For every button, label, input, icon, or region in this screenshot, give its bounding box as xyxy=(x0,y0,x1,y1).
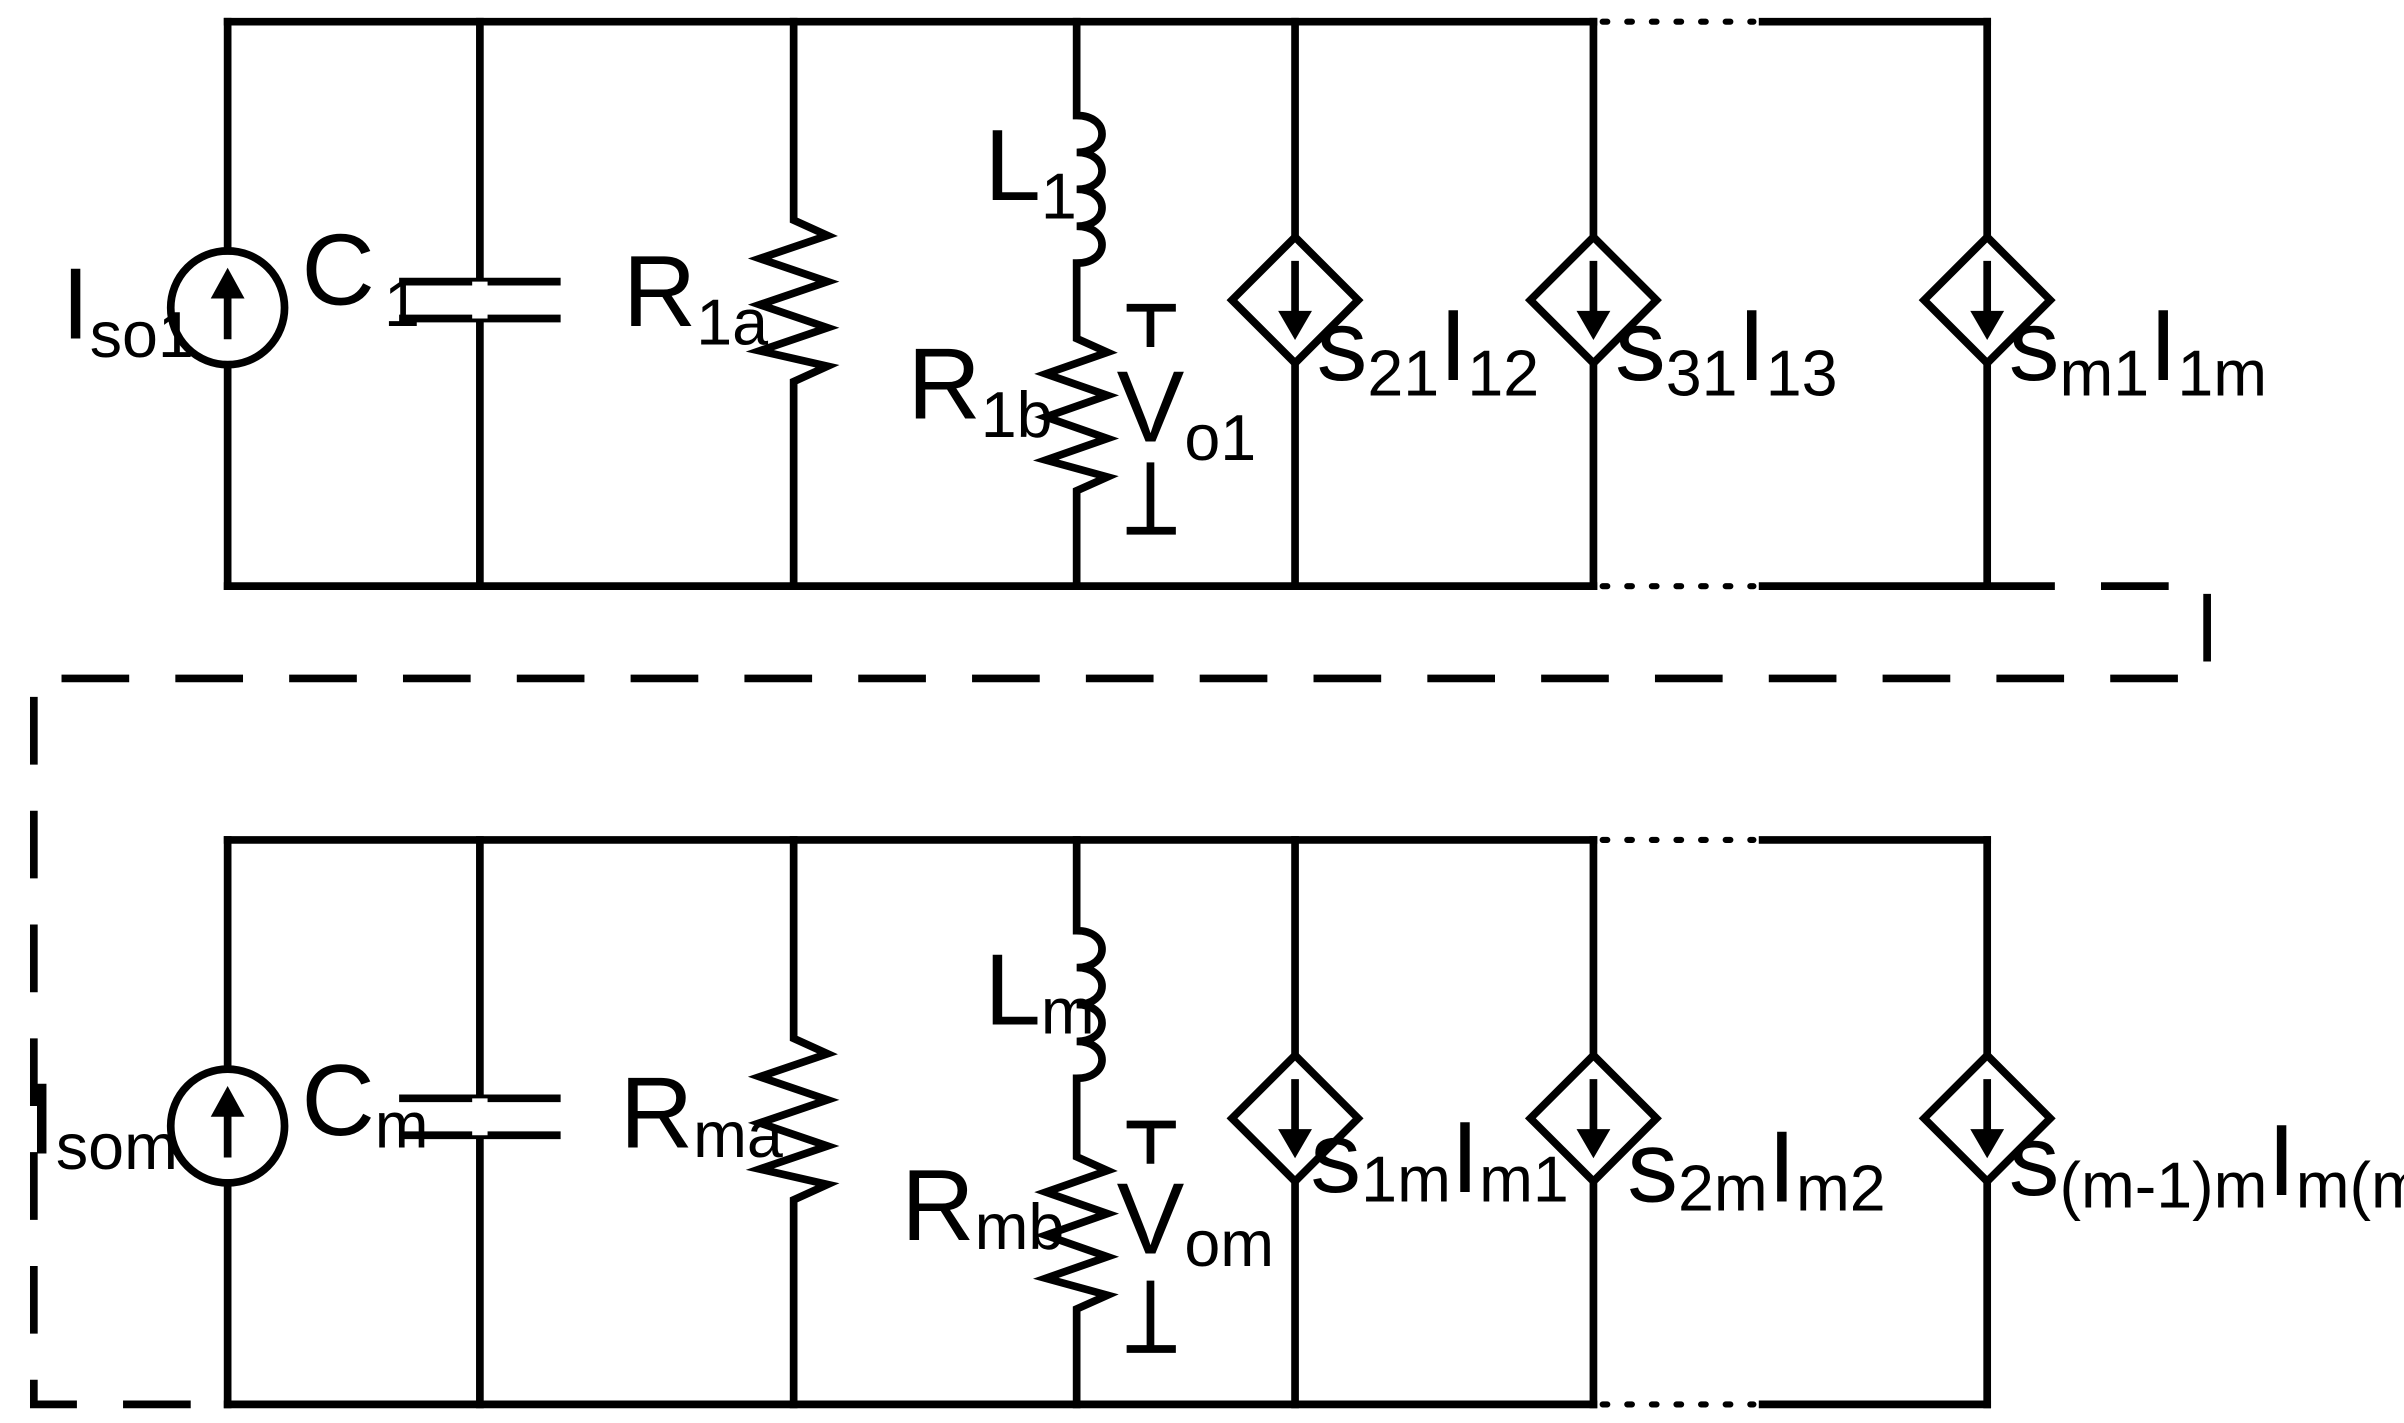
bottom-dep-label-1: s1mIm1 xyxy=(1310,1100,1568,1215)
top-dep-source-2 xyxy=(1524,17,1662,590)
bottom-ind-label: Lm xyxy=(984,932,1094,1047)
bottom-res-b-label: Rmb xyxy=(901,1148,1064,1263)
bottom-dep-source-1 xyxy=(1226,836,1364,1409)
top-res-a-label: R1a xyxy=(623,234,768,358)
bottom-voltage-marker xyxy=(1126,1120,1176,1353)
top-dep-source-1 xyxy=(1226,17,1364,590)
bottom-volt-label: Vom xyxy=(1117,1162,1274,1280)
top-dep-label-3: sm1I1m xyxy=(2009,288,2267,409)
bottom-dep-source-2 xyxy=(1524,836,1662,1409)
top-capacitor xyxy=(399,17,561,590)
top-ind-label: L1 xyxy=(984,108,1076,232)
top-voltage-marker xyxy=(1126,303,1176,535)
bottom-dep-label-3: s(m-1)mIm(m-1) xyxy=(2009,1103,2404,1221)
top-dep-label-2: s31I13 xyxy=(1615,288,1838,409)
top-dep-source-3 xyxy=(1918,17,2056,590)
bottom-dep-label-2: s2mIm2 xyxy=(1627,1109,1885,1224)
dashed-connector xyxy=(29,582,2211,1409)
top-res-b-label: R1b xyxy=(907,326,1052,450)
top-source-label: Iso1 xyxy=(62,247,194,371)
top-current-source xyxy=(166,17,289,590)
top-volt-label: Vo1 xyxy=(1117,350,1257,474)
top-inductor-resistor xyxy=(1032,17,1120,590)
bottom-current-source xyxy=(166,836,289,1409)
bottom-inductor-resistor xyxy=(1032,836,1120,1409)
top-dep-label-1: s21I12 xyxy=(1317,288,1540,409)
bottom-circuit: Isom Cm Rma Lm Rmb Vom s1mIm1 s2mIm2 s(m… xyxy=(28,836,2404,1409)
bottom-cap-label: Cm xyxy=(301,1043,428,1161)
bottom-resistor-a xyxy=(745,836,840,1409)
bottom-res-a-label: Rma xyxy=(620,1056,783,1171)
bottom-capacitor xyxy=(399,836,561,1409)
top-resistor-a xyxy=(745,17,840,590)
arrow-up-icon xyxy=(210,267,245,299)
bottom-source-label: Isom xyxy=(28,1062,178,1183)
bottom-dep-source-3 xyxy=(1918,836,2056,1409)
arrow-up-icon xyxy=(210,1086,245,1117)
